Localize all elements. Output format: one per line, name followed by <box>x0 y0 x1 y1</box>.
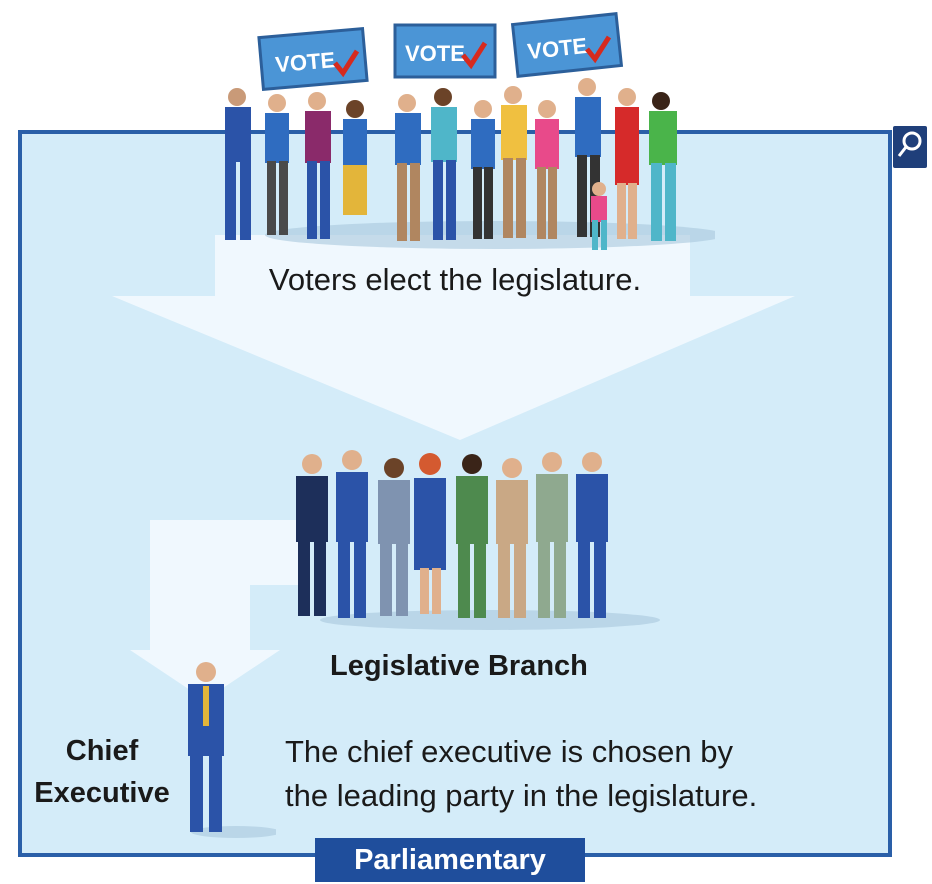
legislative-branch-label: Legislative Branch <box>330 650 588 682</box>
vote-sign: VOTE <box>257 26 369 92</box>
legislators-illustration <box>296 450 660 630</box>
magnifier-icon <box>897 131 922 157</box>
voters-caption: Voters elect the legislature. <box>268 262 642 297</box>
svg-text:VOTE: VOTE <box>274 47 336 77</box>
chief-label-line2: Executive <box>34 777 170 809</box>
legislator-figures <box>296 450 608 618</box>
vote-sign: VOTE <box>510 12 624 78</box>
legislature-to-chief-arrow <box>130 520 300 700</box>
vote-sign: VOTE <box>393 23 497 79</box>
svg-text:VOTE: VOTE <box>405 41 465 66</box>
zoom-button[interactable] <box>893 126 927 168</box>
voters-to-legislature-arrow <box>112 235 795 440</box>
chief-desc-line2: the leading party in the legislature. <box>285 778 758 813</box>
chief-executive-illustration <box>188 662 276 838</box>
voters-crowd-illustration: VOTE VOTE VOTE <box>225 12 715 250</box>
chief-executive-label: Chief Executive <box>22 730 182 814</box>
chief-executive-description: The chief executive is chosen by the lea… <box>285 730 885 818</box>
voter-figures <box>225 78 677 250</box>
chief-label-line1: Chief <box>65 735 139 767</box>
chief-desc-line1: The chief executive is chosen by <box>285 734 734 769</box>
parliamentary-tab: Parliamentary <box>315 838 585 882</box>
svg-text:VOTE: VOTE <box>526 33 588 64</box>
